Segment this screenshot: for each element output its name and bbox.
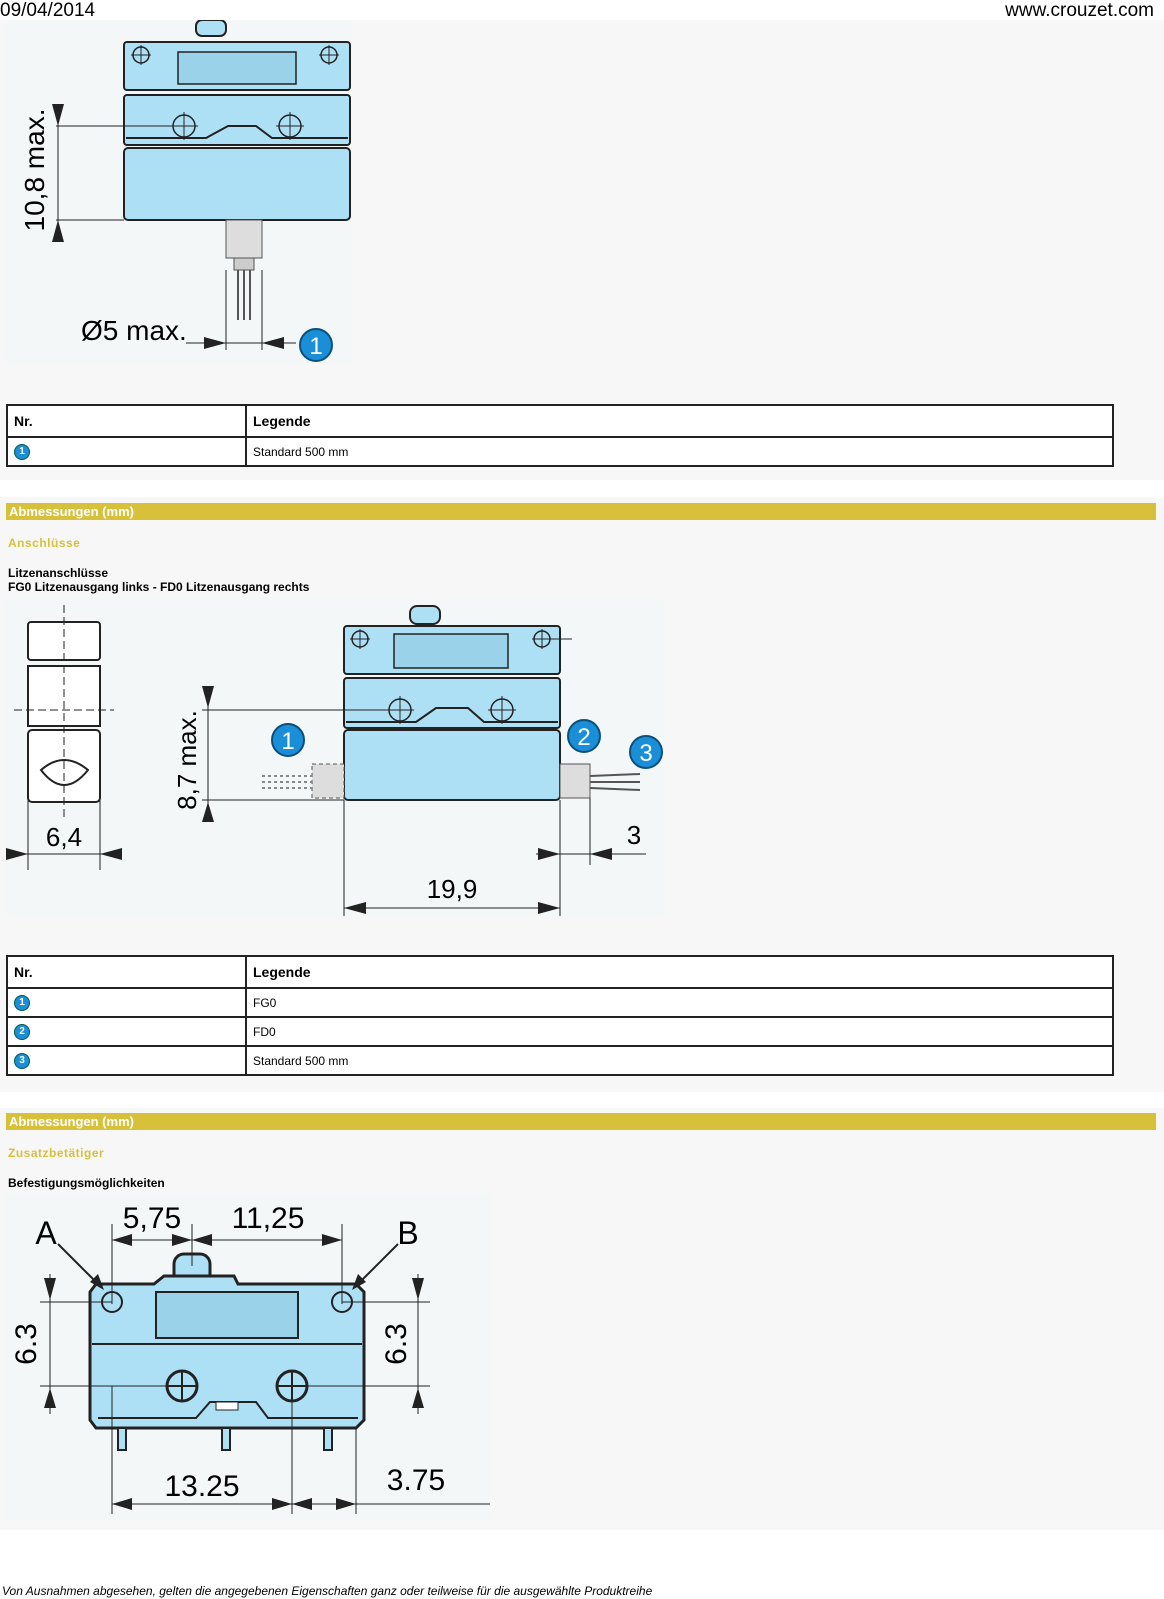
number-badge: 2 (14, 1023, 30, 1040)
column-header-nr: Nr. (6, 404, 247, 438)
legend-cell: FG0 (245, 987, 1114, 1018)
table-row: 2 FD0 (6, 1016, 1114, 1047)
label-a: A (35, 1215, 57, 1251)
dim-height-label: 8,7 max. (172, 710, 202, 810)
table-row: 3 Standard 500 mm (6, 1045, 1114, 1076)
print-date: 09/04/2014 (0, 0, 96, 21)
dim-top-left-label: 5,75 (123, 1202, 181, 1235)
legend-table-1: Nr. Legende 1 Standard 500 mm (6, 404, 1114, 467)
callout-1-icon (299, 328, 333, 362)
column-header-legend: Legende (245, 955, 1114, 989)
number-badge: 3 (14, 1052, 30, 1069)
table-header-row: Nr. Legende (6, 404, 1114, 438)
callout-1-label: 1 (309, 333, 322, 360)
dim-top-right-label: 11,25 (232, 1202, 305, 1235)
legend-table-2: Nr. Legende 1 FG0 2 FD0 3 Standard 500 m… (6, 955, 1114, 1076)
callout-2-icon (567, 719, 601, 753)
table-row: 1 FG0 (6, 987, 1114, 1018)
figure-switch-wire-side: 10,8 max. Ø5 max. 1 (6, 19, 352, 364)
switch-drawing-3: 5,75 11,25 A B 6.3 6.3 13.25 3.75 (10, 1202, 490, 1514)
dim-side-width-label: 6,4 (46, 822, 82, 852)
legend-cell: FD0 (245, 1016, 1114, 1047)
site-url[interactable]: www.crouzet.com (1005, 0, 1154, 21)
callout-3-label: 3 (639, 740, 652, 767)
caption-mounting-options: Befestigungsmöglichkeiten (8, 1176, 165, 1190)
caption-wire-connections: Litzenanschlüsse FG0 Litzenausgang links… (8, 566, 309, 594)
legend-cell: Standard 500 mm (245, 1045, 1114, 1076)
dim-bottom-left-label: 13.25 (164, 1470, 239, 1503)
table-row: 1 Standard 500 mm (6, 436, 1114, 467)
column-header-legend: Legende (245, 404, 1114, 438)
switch-drawing-2: 6,4 8,7 max. (6, 605, 663, 916)
number-badge: 1 (14, 443, 30, 460)
caption-line-2: FG0 Litzenausgang links - FD0 Litzenausg… (8, 580, 310, 594)
switch-drawing-1: 10,8 max. Ø5 max. 1 (19, 19, 351, 362)
callout-2-label: 2 (577, 724, 590, 751)
table-header-row: Nr. Legende (6, 955, 1114, 989)
callout-1-icon (271, 723, 305, 757)
section-subtitle-connections: Anschlüsse (8, 536, 81, 550)
dim-right-label: 6.3 (380, 1323, 413, 1365)
legend-cell: Standard 500 mm (245, 436, 1114, 467)
column-header-nr: Nr. (6, 955, 247, 989)
section-subtitle-actuators: Zusatzbetätiger (8, 1146, 105, 1160)
figure-mounting-options: 5,75 11,25 A B 6.3 6.3 13.25 3.75 (6, 1194, 490, 1520)
dim-offset-label: 3 (627, 820, 641, 850)
dim-height-label: 10,8 max. (19, 109, 50, 232)
dim-left-label: 6.3 (10, 1323, 43, 1365)
number-badge: 1 (14, 994, 30, 1011)
section-band-dimensions-1: Abmessungen (mm) (6, 503, 1156, 520)
callout-1-label: 1 (281, 728, 294, 755)
label-b: B (397, 1215, 418, 1251)
dim-diameter-label: Ø5 max. (81, 315, 187, 346)
dim-length-label: 19,9 (427, 874, 478, 904)
footer-disclaimer: Von Ausnahmen abgesehen, gelten die ange… (2, 1584, 653, 1598)
callout-3-icon (629, 735, 663, 769)
dim-bottom-right-label: 3.75 (387, 1464, 445, 1497)
caption-line-1: Litzenanschlüsse (8, 566, 109, 580)
figure-wire-outputs: 6,4 8,7 max. (6, 600, 664, 916)
section-band-dimensions-2: Abmessungen (mm) (6, 1113, 1156, 1130)
